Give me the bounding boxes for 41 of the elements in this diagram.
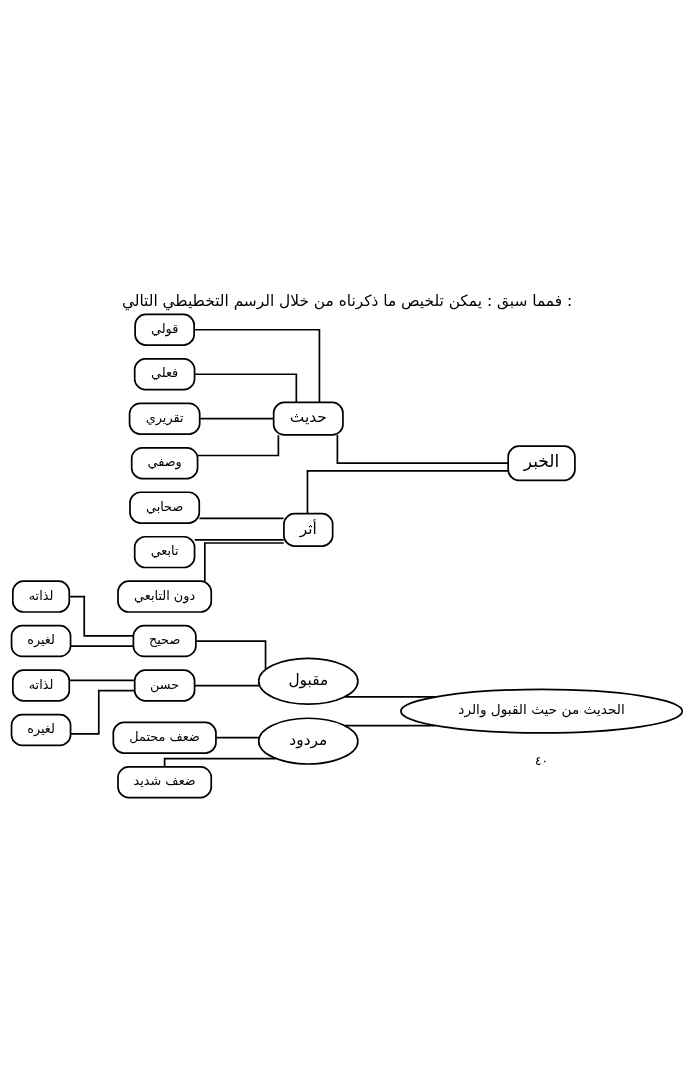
node-ellipse: مقبول [257,657,359,705]
node-box: لغيره [10,624,72,657]
node-box: الخبر [507,444,576,481]
connector [69,644,134,647]
node-box: لغيره [10,713,72,746]
node-box: ضعف شديد [117,765,213,798]
connector [215,736,261,739]
connector [193,328,321,403]
node-box: حسن [133,668,196,702]
node-box: وصفي [130,446,199,479]
node-ellipse: مردود [257,716,359,765]
connector [163,757,277,767]
connector [194,372,298,403]
connector [203,541,285,582]
connector [69,689,136,735]
label: ٤٠ [535,753,548,768]
node-box: أثر [283,512,334,547]
node-box: حديث [272,401,344,436]
node-box: تقريري [128,401,201,435]
connector [195,639,267,670]
node-box: صحيح [132,624,197,657]
node-box: قولي [134,313,195,346]
connector [336,433,509,464]
connector [193,684,261,686]
diagram-title: فمما سبق : يمكن تلخيص ما ذكرناه من خلال الرسم التخطيطي التالي : [121,291,573,310]
node-box: صحابي [129,490,201,524]
connector [344,695,437,698]
node-box: ضعف محتمل [112,720,217,754]
connector [344,724,437,726]
connector [193,538,285,541]
connector [198,517,285,519]
connector [198,417,275,420]
node-box: تابعي [133,535,196,568]
connector [197,433,280,456]
node-box: فعلي [133,357,196,390]
node-box: دون التابعي [117,579,213,613]
connector [306,469,509,514]
connector [68,679,136,681]
node-ellipse: الحديث من حيث القبول والرد [400,688,684,734]
node-box: لذاته [11,668,71,702]
node-box: لذاته [11,579,71,613]
